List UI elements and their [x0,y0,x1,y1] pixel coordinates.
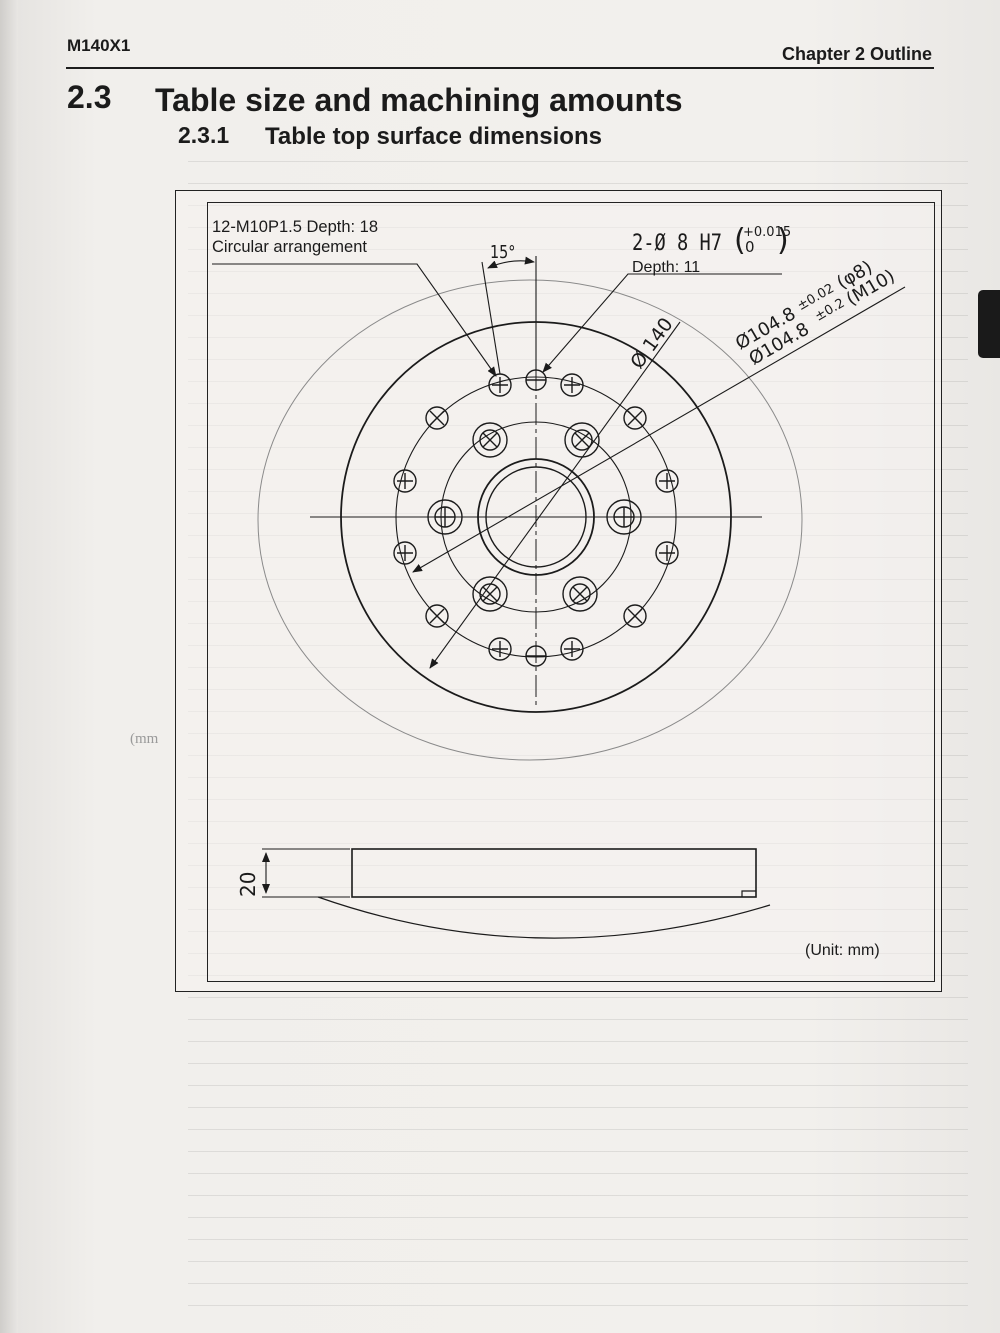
subsection-title: Table top surface dimensions [265,123,602,150]
tapped-hole-diagonal [623,604,647,628]
tapped-hole-diagonal [623,406,647,430]
pin-depth: Depth: 11 [632,259,700,276]
unit-note: (Unit: mm) [805,942,880,959]
pin-tolerance-lower: 0 [745,238,755,256]
side-mm-label: (mm [130,731,159,747]
height-label: 20 [236,872,260,897]
tapped-hole-leader [212,263,497,377]
angle-15-dimension [487,256,535,269]
tapped-hole-m10 [393,541,417,565]
dia-140-line [429,321,681,669]
header-chapter: Chapter 2 Outline [781,44,932,64]
tapped-hole-diagonal [425,604,449,628]
subsection-number: 2.3.1 [178,122,230,148]
counterbore-hole [564,422,600,458]
table-outer-outline [257,279,803,761]
pin-hole-leader [542,273,782,373]
tapped-hole-m10 [655,469,679,493]
svg-text:): ) [777,223,789,258]
counterbore-hole [606,499,642,535]
table-side-view [351,848,757,898]
table-base-curve [317,896,771,939]
svg-text:(: ( [734,223,746,258]
tapped-hole-diagonal [425,406,449,430]
counterbore-hole [472,576,508,612]
side-view-notch [741,890,756,897]
book-spine [0,0,18,1333]
tapped-hole-m10 [488,373,512,397]
counterbore-hole [562,576,598,612]
angle-15-label: 15° [490,241,515,262]
section-title: Table size and machining amounts [155,82,683,118]
counterbore-hole [427,499,463,535]
dia-140-label: Ø 140 [626,314,677,373]
tapped-hole-m10 [560,637,584,661]
tapped-hole-m10 [393,469,417,493]
tapped-hole-m10 [488,637,512,661]
pin-tolerance-upper: +0.015 [743,225,791,240]
tapped-hole-arrangement-note: Circular arrangement [212,238,367,256]
header-rule [66,67,934,69]
pin-hole [525,645,547,667]
dia-104-8-line [412,286,906,573]
tapped-hole-note: 12-M10P1.5 Depth: 18 [212,218,379,236]
section-number: 2.3 [67,79,112,115]
tapped-hole-m10 [655,541,679,565]
angle-15-line-left [481,261,501,375]
pin-hole-note: 2-Ø 8 H7 [632,230,722,256]
header-model: M140X1 [67,36,131,55]
drawing-inner-box [207,202,935,982]
counterbore-hole [472,422,508,458]
tapped-hole-m10 [560,373,584,397]
chapter-tab-marker [978,290,1000,358]
